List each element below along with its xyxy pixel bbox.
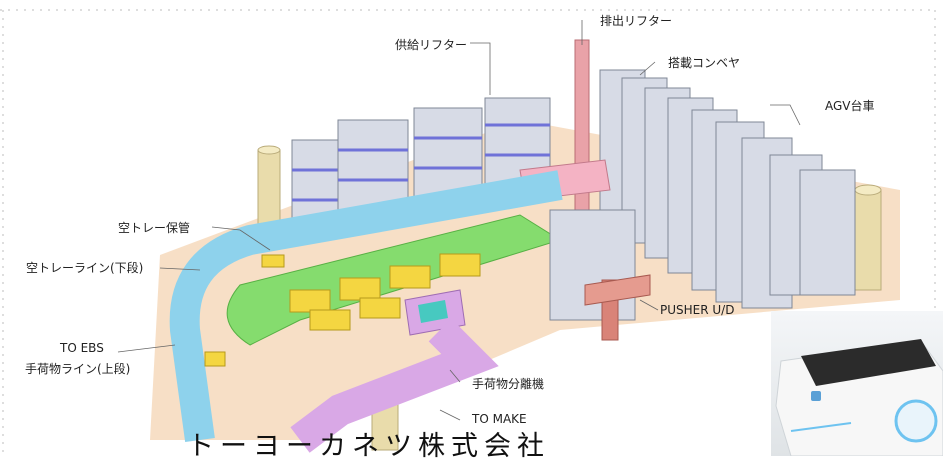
agv-cart-row: [599, 69, 856, 309]
to-make-line: [290, 318, 499, 453]
label-supply-lifter: 供給リフター: [395, 38, 468, 52]
label-empty-tray-storage: 空トレー保管: [118, 221, 191, 235]
label-baggage-line: 手荷物ライン(上段): [25, 362, 131, 376]
empty-tray-line: [169, 170, 563, 443]
cylinder-left: [257, 145, 281, 231]
label-discharge-lifter: 排出リフター: [600, 14, 673, 28]
label-to-ebs: TO EBS: [60, 341, 104, 355]
label-empty-tray-line: 空トレーライン(下段): [26, 261, 144, 275]
agv-robot-image: [775, 339, 943, 457]
label-pusher: PUSHER U/D: [660, 303, 735, 317]
pusher-unit: [549, 209, 651, 341]
label-to-make: TO MAKE: [472, 412, 527, 426]
company-name: トーヨーカネツ株式会社: [187, 431, 550, 462]
cylinder-right: [854, 184, 882, 291]
yellow-trays: [204, 253, 481, 367]
label-agv-cart: AGV台車: [825, 99, 875, 113]
agv-photo-inset: [771, 311, 943, 457]
label-loading-conveyor: 搭載コンベヤ: [668, 56, 741, 70]
label-separator: 手荷物分離機: [472, 377, 545, 391]
leader-lines: [117, 20, 801, 421]
